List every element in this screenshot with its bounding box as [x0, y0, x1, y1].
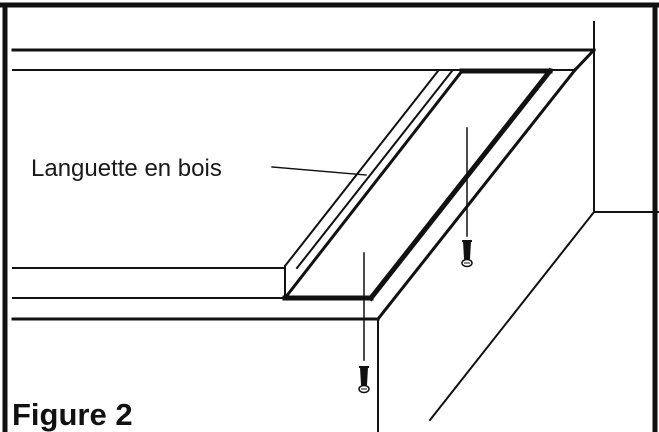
figure-caption: Figure 2: [12, 397, 133, 432]
label-leader-line: [271, 166, 367, 176]
cabinet-top-edge: [11, 21, 659, 213]
wood-strip: [282, 67, 554, 302]
cabinet-front-edge: [11, 267, 380, 432]
screw-icon: [358, 366, 370, 394]
wood-strip-label: Languette en bois: [31, 155, 222, 182]
screw-icon: [461, 240, 473, 268]
cabinet-right-diagonal: [375, 67, 596, 422]
